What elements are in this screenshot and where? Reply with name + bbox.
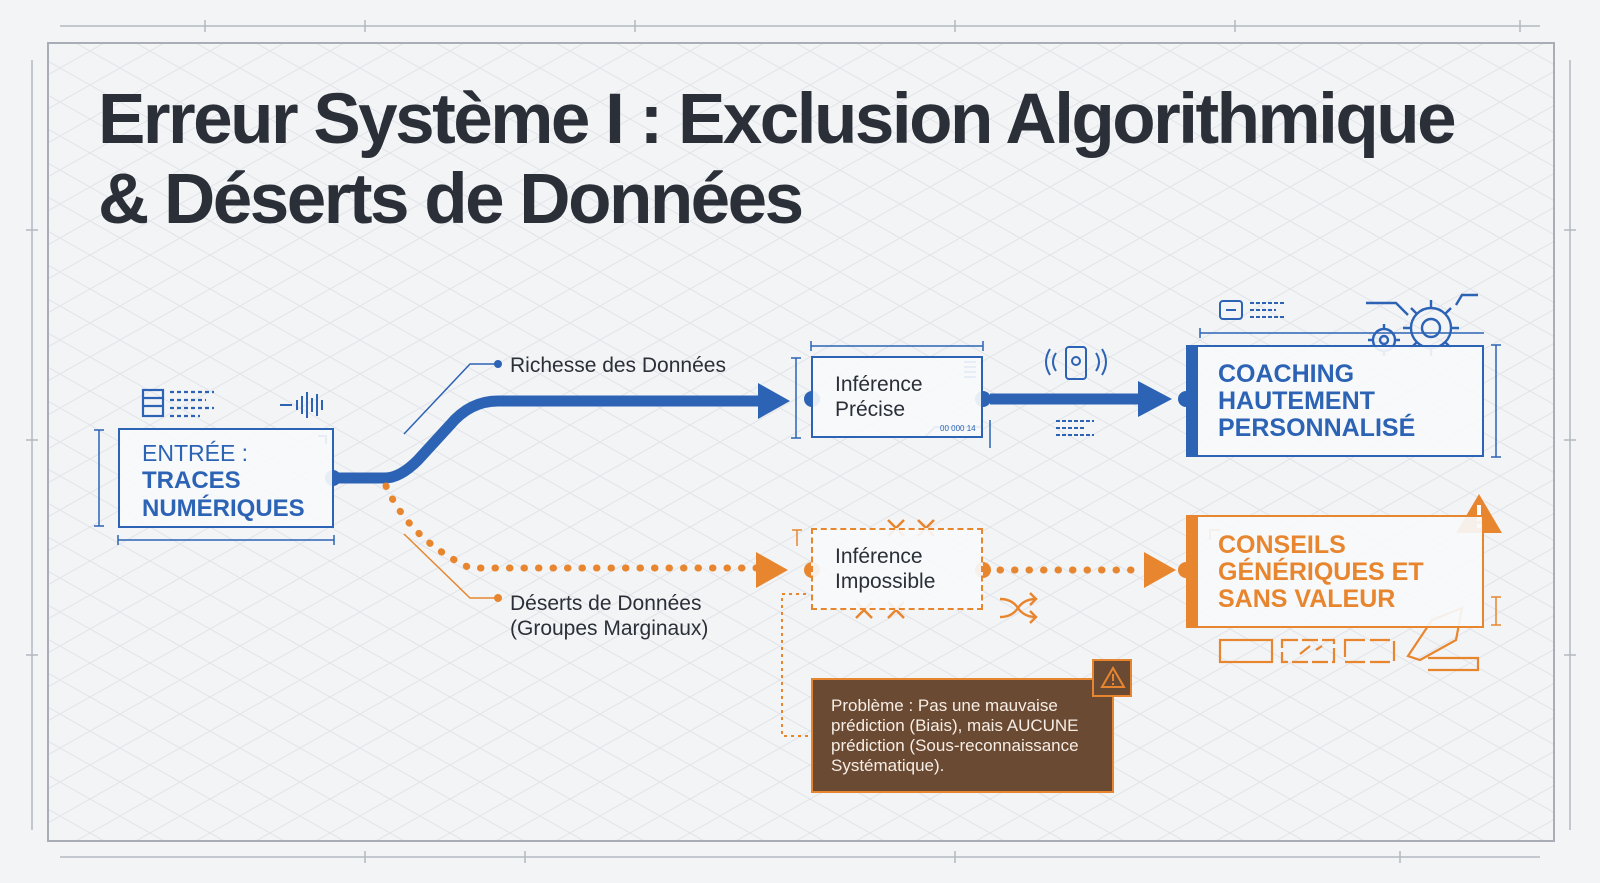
input-node: ENTRÉE : TRACES NUMÉRIQUES [118,428,334,528]
rich-data-path [328,395,764,484]
impossible-inference-node: Inférence Impossible [811,528,983,610]
signal-bars-icon [280,392,323,418]
desert-label-line-2: (Groupes Marginaux) [510,617,709,640]
input-node-line-1: ENTRÉE : [142,440,249,466]
list-icon [1056,420,1094,436]
coaching-node-line-3: PERSONNALISÉ [1218,414,1416,442]
problem-line-3: prédiction (Sous-reconnaissance [831,736,1079,755]
conseils-node-line-1: CONSEILS [1218,531,1346,559]
rich-label-dot [494,360,502,368]
coaching-node-line-1: COACHING [1218,360,1355,388]
conseils-arrow-head [1144,552,1176,588]
phone-signal-icon [1045,346,1107,380]
conseils-node-line-3: SANS VALEUR [1218,585,1396,613]
title-line-2: & Déserts de Données [98,160,804,239]
impossible-node-line-2: Impossible [835,570,936,593]
rich-arrow-head [758,383,790,419]
shuffle-icon [999,592,1038,624]
precise-node-tag: 00 000 14 [940,424,976,433]
problem-callout: Problème : Pas une mauvaise prédiction (… [811,678,1114,793]
desert-label-leader [403,533,495,599]
problem-line-4: Systématique). [831,756,945,775]
precise-inference-node: Inférence Précise [811,356,983,438]
page-title: Erreur Système I : Exclusion Algorithmiq… [98,80,1538,240]
generic-advice-node: CONSEILS GÉNÉRIQUES ET SANS VALEUR [1186,515,1484,628]
coaching-node-line-2: HAUTEMENT [1218,387,1375,415]
coaching-arrow-head [1138,381,1172,417]
warning-triangle-icon [1100,666,1126,688]
problem-link [781,593,808,737]
coaching-output-node: COACHING HAUTEMENT PERSONNALISÉ [1186,345,1484,457]
title-line-1: Erreur Système I : Exclusion Algorithmiq… [98,80,1457,159]
rich-label-leader [403,363,495,435]
problem-warning-badge [1092,659,1132,697]
conseils-node-line-2: GÉNÉRIQUES ET [1218,558,1424,586]
diagram-frame [47,42,1555,842]
database-icon [141,388,214,418]
dimension-marks-orange [792,529,1501,626]
server-icon [1219,300,1284,320]
precise-node-line-1: Inférence [835,373,923,396]
precise-node-line-2: Précise [835,398,906,421]
desert-arrow-head [756,552,788,588]
dimension-marks [94,328,1501,545]
desert-path [382,482,762,572]
problem-line-2: prédiction (Biais), mais AUCUNE [831,716,1079,735]
desert-label-dot [494,594,502,602]
input-node-line-3: NUMÉRIQUES [142,495,305,522]
input-node-line-2: TRACES [142,467,241,494]
problem-line-1: Problème : Pas une mauvaise [831,696,1058,715]
desert-data-label: Déserts de Données (Groupes Marginaux) [510,591,708,641]
rich-data-label: Richesse des Données [510,354,726,377]
impossible-node-line-1: Inférence [835,545,923,568]
desert-label-line-1: Déserts de Données [510,592,702,615]
broken-pieces-icon [1218,606,1480,672]
